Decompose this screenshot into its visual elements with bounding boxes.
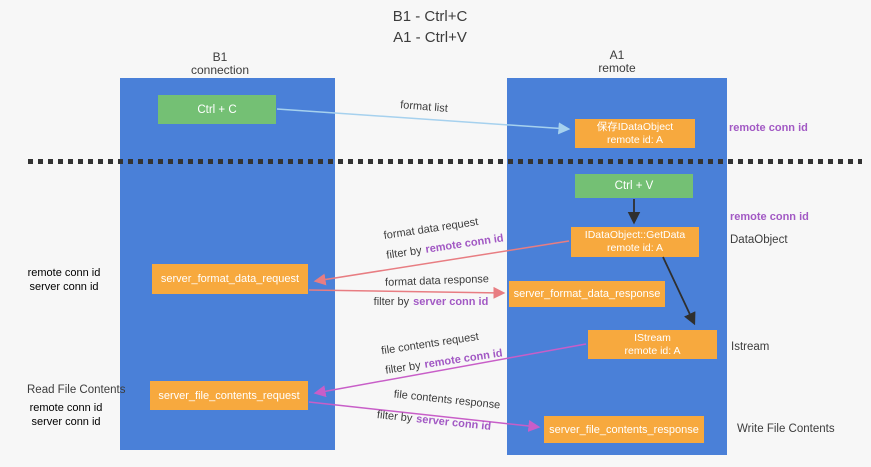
left-conn-ids-top: remote conn id server conn id: [18, 266, 110, 294]
server-file-contents-response-label: server_file_contents_response: [549, 423, 699, 436]
ctrl-c-box: Ctrl + C: [158, 95, 276, 124]
b1-name: B1: [212, 50, 228, 64]
ctrl-v-box: Ctrl + V: [575, 174, 693, 198]
title-line-1: B1 - Ctrl+C: [392, 8, 468, 25]
format-list-label: format list: [399, 99, 449, 115]
arrow-format-data-response: [308, 286, 506, 299]
a1-column-header: A1 remote: [557, 49, 677, 75]
remote-conn-id-label-left-2: remote conn id: [29, 402, 103, 414]
save-idataobject-box: 保存IDataObject remote id: A: [575, 119, 695, 148]
istream-side-label: Istream: [731, 341, 770, 353]
idataobject-getdata-box: IDataObject::GetData remote id: A: [571, 227, 699, 257]
format-data-response-label: format data response: [384, 273, 490, 289]
read-file-contents-label: Read File Contents: [27, 384, 126, 396]
remote-conn-id-label-left-1: remote conn id: [27, 267, 101, 279]
server-format-data-request-box: server_format_data_request: [152, 264, 308, 294]
getdata-line2: remote id: A: [606, 242, 664, 254]
remote-conn-id-label-top-right: remote conn id: [729, 122, 808, 134]
remote-conn-id-label-mid-right: remote conn id: [730, 211, 809, 223]
getdata-line1: IDataObject::GetData: [584, 229, 686, 241]
istream-line2: remote id: A: [624, 344, 681, 357]
b1-column-header: B1 connection: [160, 51, 280, 77]
a1-subtitle: remote: [598, 61, 636, 75]
filter-by-text: filter by: [384, 359, 422, 377]
save-idataobject-line1: 保存IDataObject: [596, 120, 674, 133]
remote-conn-id-key: remote conn id: [423, 347, 504, 371]
dataobject-label: DataObject: [730, 234, 788, 246]
filter-by-text: filter by: [376, 409, 413, 425]
ctrl-v-label: Ctrl + V: [614, 180, 654, 192]
file-contents-response-label: file contents response: [393, 388, 501, 412]
server-format-data-request-label: server_format_data_request: [160, 273, 300, 285]
write-file-contents-label: Write File Contents: [737, 423, 835, 435]
diagram-title: B1 - Ctrl+C A1 - Ctrl+V: [0, 6, 860, 48]
ctrl-c-label: Ctrl + C: [197, 103, 237, 116]
server-conn-id-key: server conn id: [415, 413, 492, 433]
left-conn-ids-bottom: remote conn id server conn id: [22, 401, 110, 429]
title-line-2: A1 - Ctrl+V: [393, 29, 467, 46]
remote-conn-id-key: remote conn id: [424, 232, 505, 256]
server-file-contents-request-label: server_file_contents_request: [158, 389, 300, 402]
server-format-data-response-box: server_format_data_response: [509, 281, 665, 307]
server-format-data-response-label: server_format_data_response: [513, 288, 661, 300]
server-file-contents-request-box: server_file_contents_request: [150, 381, 308, 410]
server-conn-id-label-left-2: server conn id: [31, 416, 101, 428]
filter-by-text: filter by: [385, 244, 423, 262]
filter-by-text: filter by: [373, 296, 410, 308]
save-idataobject-line2: remote id: A: [606, 133, 664, 146]
server-conn-id-label-left-1: server conn id: [29, 281, 99, 293]
a1-name: A1: [609, 48, 625, 62]
dashed-separator-line: [28, 159, 862, 164]
server-file-contents-response-box: server_file_contents_response: [544, 416, 704, 443]
istream-box: IStream remote id: A: [588, 330, 717, 359]
istream-line1: IStream: [634, 331, 671, 344]
b1-subtitle: connection: [190, 63, 250, 77]
server-conn-id-key: server conn id: [413, 296, 489, 308]
